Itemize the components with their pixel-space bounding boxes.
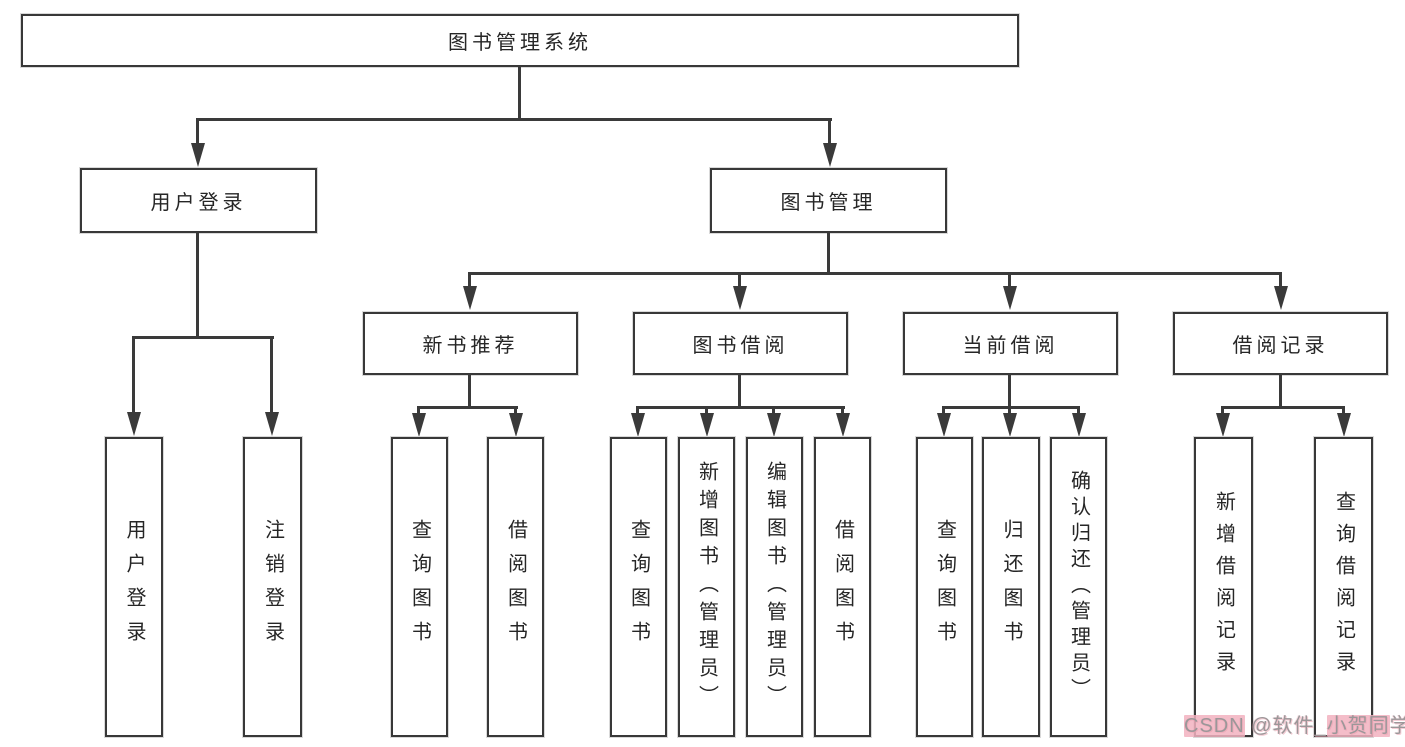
arrow-leaf-user-login: [127, 412, 141, 436]
node-borrowing-records: 借阅记录: [1173, 312, 1388, 375]
connector-stem-bb-borrow: [841, 406, 844, 416]
csdn-watermark-handle-prefix: @软件_: [1244, 715, 1327, 737]
leaf-br-add-record: 新增借阅记录: [1194, 437, 1253, 737]
arrow-nb-search: [412, 413, 426, 437]
leaf-bb-borrow-books-label: 借阅图书: [831, 519, 854, 655]
leaf-logout-label: 注销登录: [261, 519, 284, 655]
connector-stem-bb-search: [636, 406, 639, 416]
connector-bus-level3: [468, 272, 1282, 275]
csdn-watermark-handle-suffix: 学: [1389, 715, 1405, 737]
leaf-bb-add-books-admin-label: 新增图书（管理员）: [695, 461, 718, 713]
arrow-to-book-management: [823, 143, 837, 167]
csdn-watermark-brand: CSDN: [1184, 715, 1245, 737]
node-user-login: 用户登录: [80, 168, 317, 233]
leaf-logout: 注销登录: [243, 437, 302, 737]
leaf-user-login: 用户登录: [105, 437, 163, 737]
arrow-bb-borrow: [836, 413, 850, 437]
connector-bus-level2: [197, 118, 832, 121]
connector-stem-borrowing-records: [1279, 272, 1282, 288]
arrow-bb-edit: [767, 413, 781, 437]
connector-stem-leaf-logout: [270, 336, 273, 414]
node-book-borrowing-label: 图书借阅: [692, 335, 789, 357]
node-root-label: 图书管理系统: [448, 32, 592, 54]
connector-bus-current-borrowing: [942, 406, 1080, 409]
arrow-bb-add: [700, 413, 714, 437]
connector-user-login-stem: [196, 232, 199, 338]
connector-book-management-stem: [827, 232, 830, 274]
node-new-book-recommendation-label: 新书推荐: [422, 335, 519, 357]
connector-bus-user-login: [132, 336, 274, 339]
node-current-borrowing-label: 当前借阅: [962, 335, 1059, 357]
arrow-cb-search: [937, 413, 951, 437]
leaf-cb-return-books: 归还图书: [982, 437, 1040, 737]
node-borrowing-records-label: 借阅记录: [1232, 335, 1329, 357]
connector-stem-to-book-management: [828, 118, 831, 146]
arrow-nb-borrow: [509, 413, 523, 437]
arrow-bb-search: [631, 413, 645, 437]
arrow-leaf-logout: [265, 412, 279, 436]
connector-stem-nb-borrow: [514, 406, 517, 416]
leaf-bb-edit-books-admin: 编辑图书（管理员）: [746, 437, 803, 737]
node-book-management-label: 图书管理: [780, 192, 877, 214]
connector-new-book-stem: [468, 374, 471, 408]
connector-bus-borrowing-records: [1221, 406, 1345, 409]
leaf-cb-search-books: 查询图书: [916, 437, 973, 737]
connector-current-borrowing-stem: [1008, 374, 1011, 408]
leaf-nb-search-books-label: 查询图书: [408, 519, 431, 655]
leaf-br-add-record-label: 新增借阅记录: [1212, 491, 1235, 683]
connector-book-borrowing-stem: [738, 374, 741, 408]
csdn-watermark: CSDN @软件_小贺同学: [1184, 713, 1405, 739]
connector-stem-nb-search: [417, 406, 420, 416]
connector-stem-cb-search: [942, 406, 945, 416]
node-current-borrowing: 当前借阅: [903, 312, 1118, 375]
connector-stem-br-search: [1342, 406, 1345, 416]
connector-stem-bb-add: [705, 406, 708, 416]
leaf-br-search-record: 查询借阅记录: [1314, 437, 1373, 737]
arrow-to-book-borrowing: [733, 286, 747, 310]
node-book-borrowing: 图书借阅: [633, 312, 848, 375]
connector-stem-br-add: [1221, 406, 1224, 416]
arrow-to-current-borrowing: [1003, 286, 1017, 310]
connector-stem-to-user-login: [196, 118, 199, 146]
leaf-nb-borrow-books-label: 借阅图书: [504, 519, 527, 655]
arrow-to-borrowing-records: [1274, 286, 1288, 310]
connector-stem-bb-edit: [772, 406, 775, 416]
leaf-bb-edit-books-admin-label: 编辑图书（管理员）: [763, 461, 786, 713]
leaf-cb-return-books-label: 归还图书: [1000, 519, 1022, 655]
leaf-user-login-label: 用户登录: [123, 519, 145, 655]
arrow-cb-return: [1003, 413, 1017, 437]
arrow-cb-confirm: [1072, 413, 1086, 437]
connector-stem-current-borrowing: [1008, 272, 1011, 288]
leaf-bb-borrow-books: 借阅图书: [814, 437, 871, 737]
arrow-to-new-book: [463, 286, 477, 310]
connector-stem-book-borrowing: [738, 272, 741, 288]
leaf-br-search-record-label: 查询借阅记录: [1332, 491, 1355, 683]
leaf-cb-search-books-label: 查询图书: [933, 519, 956, 655]
node-book-management: 图书管理: [710, 168, 947, 233]
connector-bus-book-borrowing: [636, 406, 845, 409]
leaf-cb-confirm-return-admin: 确认归还（管理员）: [1050, 437, 1107, 737]
connector-stem-leaf-user-login: [132, 336, 135, 414]
leaf-bb-search-books: 查询图书: [610, 437, 667, 737]
node-new-book-recommendation: 新书推荐: [363, 312, 578, 375]
connector-root-stem: [518, 66, 521, 120]
node-root: 图书管理系统: [21, 14, 1019, 67]
connector-stem-new-book: [468, 272, 471, 288]
connector-bus-new-book: [417, 406, 518, 409]
arrow-br-add: [1216, 413, 1230, 437]
connector-stem-cb-confirm: [1077, 406, 1080, 416]
leaf-nb-borrow-books: 借阅图书: [487, 437, 544, 737]
arrow-br-search: [1337, 413, 1351, 437]
connector-borrowing-records-stem: [1279, 374, 1282, 408]
node-user-login-label: 用户登录: [150, 192, 247, 214]
leaf-bb-add-books-admin: 新增图书（管理员）: [678, 437, 735, 737]
leaf-bb-search-books-label: 查询图书: [627, 519, 650, 655]
csdn-watermark-handle-highlight: 小贺同: [1326, 715, 1390, 737]
leaf-nb-search-books: 查询图书: [391, 437, 448, 737]
leaf-cb-confirm-return-admin-label: 确认归还（管理员）: [1067, 470, 1090, 704]
arrow-to-user-login: [191, 143, 205, 167]
connector-stem-cb-return: [1008, 406, 1011, 416]
